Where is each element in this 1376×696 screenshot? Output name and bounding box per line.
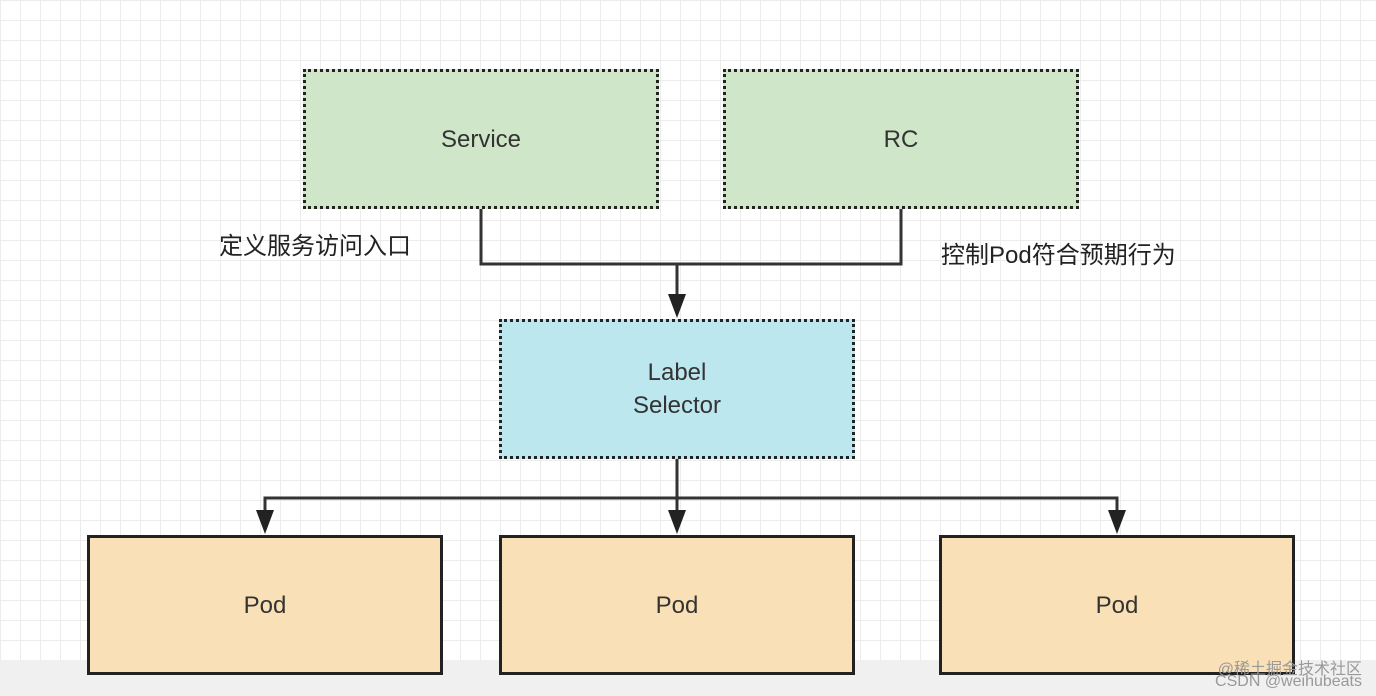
arrowhead-pod-2	[668, 510, 686, 534]
watermark-line-2: CSDN @weihubeats	[1215, 673, 1362, 690]
pod-node-1: Pod	[87, 535, 443, 675]
rc-label: RC	[883, 125, 919, 153]
pod-label-2: Pod	[655, 591, 699, 619]
connector-service-to-selector	[479, 208, 679, 296]
label-selector-line-2: Selector	[632, 392, 722, 419]
arrowhead-pod-1	[256, 510, 274, 534]
watermark-line-1: @稀土掘金技术社区	[1217, 661, 1362, 678]
pod-label-3: Pod	[1095, 591, 1139, 619]
label-selector-line-1: Label	[647, 359, 707, 386]
arrowhead-selector	[668, 294, 686, 318]
label-selector-node: Label Selector	[499, 319, 855, 459]
label-selector-label: Label Selector	[633, 356, 721, 422]
service-node: Service	[303, 69, 659, 209]
pod-node-2: Pod	[499, 535, 855, 675]
service-annotation: 定义服务访问入口	[219, 233, 411, 260]
rc-node: RC	[723, 69, 1079, 209]
arrowhead-pod-3	[1108, 510, 1126, 534]
service-label: Service	[440, 125, 522, 153]
pod-label-1: Pod	[243, 591, 287, 619]
connector-selector-branch	[263, 496, 1119, 512]
connector-rc-to-selector	[677, 208, 903, 266]
pod-node-3: Pod	[939, 535, 1295, 675]
rc-annotation: 控制Pod符合预期行为	[941, 242, 1176, 269]
